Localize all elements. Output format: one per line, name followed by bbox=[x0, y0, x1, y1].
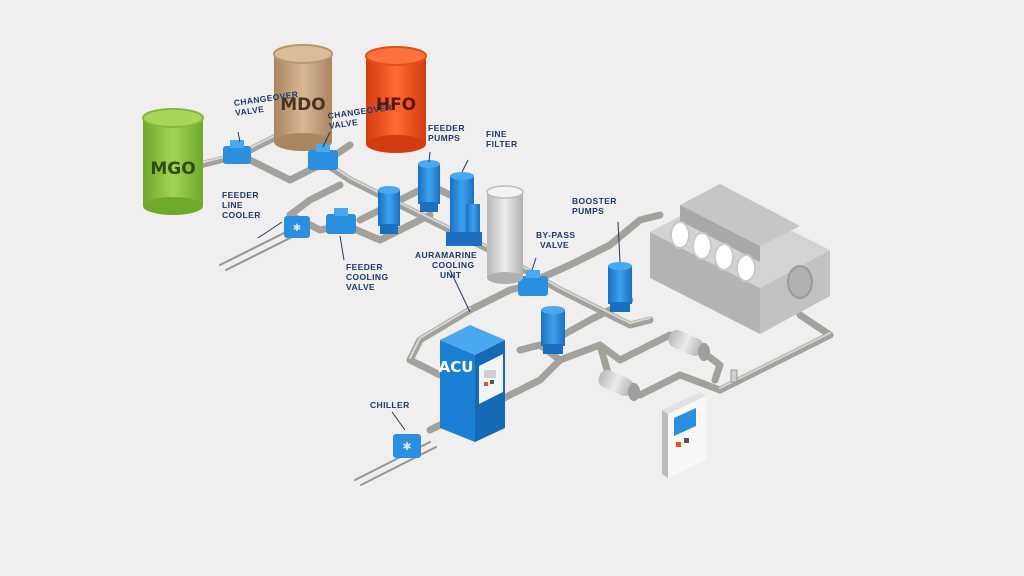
svg-text:PUMPS: PUMPS bbox=[572, 206, 604, 216]
sensor-probe bbox=[730, 369, 738, 383]
snowflake-icon: ✱ bbox=[293, 223, 301, 234]
changeover-valve-1[interactable] bbox=[223, 140, 251, 164]
label-bypass-valve: BY-PASS VALVE bbox=[536, 230, 576, 250]
svg-text:PUMPS: PUMPS bbox=[428, 133, 460, 143]
svg-text:BY-PASS: BY-PASS bbox=[536, 230, 576, 240]
label-feeder-cooling-valve: FEEDER COOLING VALVE bbox=[346, 262, 388, 292]
svg-text:AURAMARINE: AURAMARINE bbox=[415, 250, 477, 260]
acu-label: ACU bbox=[439, 358, 474, 376]
booster-pump-1 bbox=[608, 262, 632, 312]
svg-text:VALVE: VALVE bbox=[346, 282, 375, 292]
label-feeder-line-cooler: FEEDER LINE COOLER bbox=[222, 190, 261, 220]
label-auramarine-cooling-unit: AURAMARINE COOLING UNIT bbox=[415, 250, 477, 280]
svg-text:FEEDER: FEEDER bbox=[346, 262, 383, 272]
label-feeder-pumps: FEEDER PUMPS bbox=[428, 123, 465, 143]
svg-text:COOLING: COOLING bbox=[432, 260, 474, 270]
fine-filter-tank bbox=[486, 185, 524, 284]
feeder-cooling-valve[interactable] bbox=[326, 208, 356, 234]
label-fine-filter: FINE FILTER bbox=[486, 129, 518, 149]
heater-2 bbox=[598, 370, 640, 401]
hfo-tank: HFO bbox=[365, 46, 427, 153]
svg-text:FEEDER: FEEDER bbox=[222, 190, 259, 200]
hfo-tank-label: HFO bbox=[376, 95, 416, 115]
feeder-pump-2 bbox=[418, 160, 440, 212]
label-chiller: CHILLER bbox=[370, 400, 410, 410]
control-panel[interactable] bbox=[662, 392, 706, 478]
snowflake-icon: ✱ bbox=[402, 441, 411, 453]
chiller: ✱ bbox=[393, 434, 421, 458]
svg-text:COOLING: COOLING bbox=[346, 272, 388, 282]
svg-text:VALVE: VALVE bbox=[540, 240, 569, 250]
feeder-pump-1 bbox=[378, 186, 400, 234]
mgo-tank-label: MGO bbox=[150, 159, 195, 179]
booster-pump-2 bbox=[541, 306, 565, 354]
svg-text:BOOSTER: BOOSTER bbox=[572, 196, 617, 206]
changeover-valve-2[interactable] bbox=[308, 144, 338, 170]
svg-text:FINE: FINE bbox=[486, 129, 507, 139]
svg-text:VALVE: VALVE bbox=[235, 104, 265, 118]
svg-text:FILTER: FILTER bbox=[486, 139, 518, 149]
callout-lines bbox=[237, 131, 621, 431]
feeder-line-cooler: ✱ bbox=[284, 216, 310, 238]
engine bbox=[650, 184, 830, 334]
svg-text:CHILLER: CHILLER bbox=[370, 400, 410, 410]
label-booster-pumps: BOOSTER PUMPS bbox=[572, 196, 617, 216]
fine-filter-unit bbox=[446, 172, 482, 246]
svg-text:COOLER: COOLER bbox=[222, 210, 261, 220]
engine-cylinders bbox=[670, 221, 756, 282]
acu-unit: ACU bbox=[439, 325, 505, 442]
svg-text:VALVE: VALVE bbox=[328, 117, 358, 131]
mgo-tank: MGO bbox=[142, 108, 204, 215]
svg-text:UNIT: UNIT bbox=[440, 270, 462, 280]
svg-text:LINE: LINE bbox=[222, 200, 243, 210]
svg-text:FEEDER: FEEDER bbox=[428, 123, 465, 133]
mdo-tank: MDO bbox=[273, 44, 333, 151]
mdo-tank-label: MDO bbox=[280, 95, 325, 115]
heater-1 bbox=[668, 330, 710, 361]
bypass-valve[interactable] bbox=[518, 270, 548, 296]
